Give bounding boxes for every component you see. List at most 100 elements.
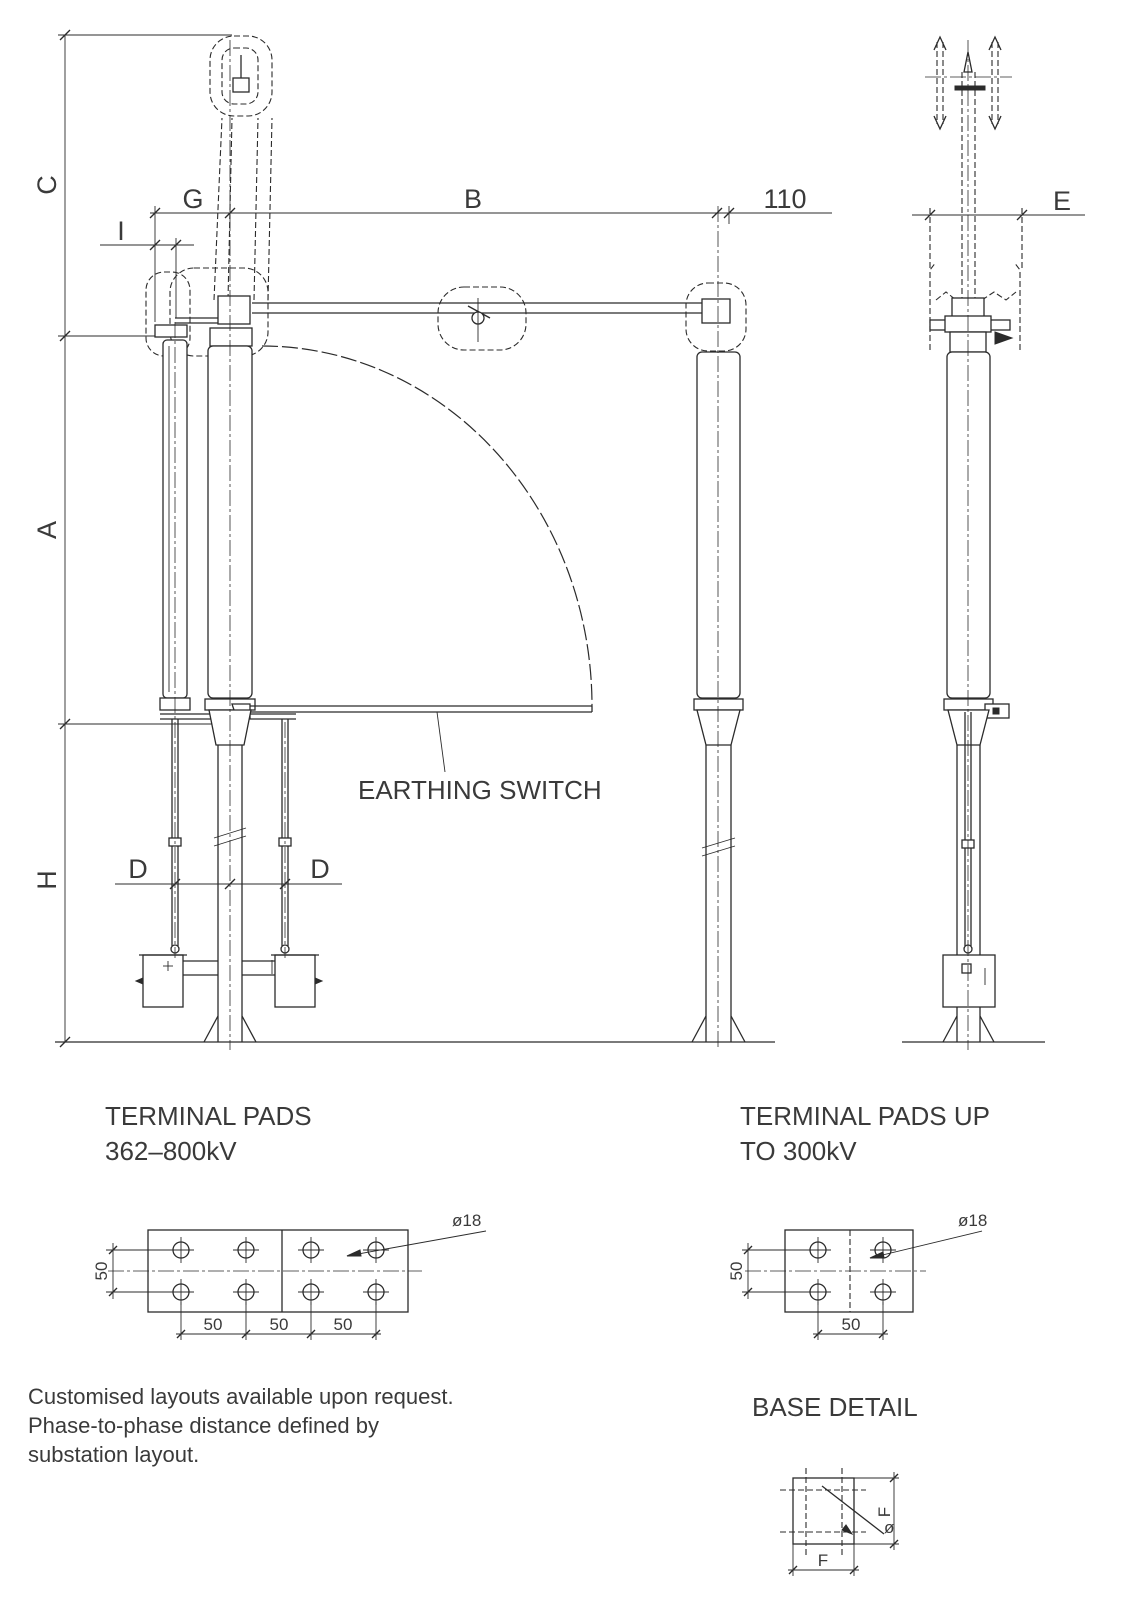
d-dimension: D D [115, 854, 342, 890]
dimension-tick [924, 209, 936, 221]
dimension-label-d-left: D [128, 854, 148, 884]
dimension-tick [169, 878, 181, 890]
side-top-arm [925, 35, 1012, 298]
side-head-envelope [1013, 261, 1021, 350]
hole-diameter-label: ø18 [452, 1211, 481, 1230]
terminal-pad-horizontal-dimension: 50 [813, 1302, 888, 1340]
head-crank [154, 324, 188, 338]
arm-outline [267, 117, 273, 301]
hole-diameter-leader [869, 1230, 983, 1259]
base-hole-arrowhead [841, 1524, 854, 1536]
bolt-hole [805, 1237, 831, 1263]
width-dimensions: G B 110 I [100, 184, 832, 322]
dimension-label-110: 110 [763, 184, 806, 214]
arm-contact-block [232, 77, 250, 93]
left-drive-box [142, 954, 184, 1008]
dimension-tick [878, 1329, 888, 1339]
dimension-tick [108, 1287, 118, 1297]
dimension-label-g: G [182, 184, 203, 214]
center-joint-envelope [437, 286, 527, 351]
hole-diameter-arrowhead [346, 1249, 362, 1257]
dimension-tick [889, 1539, 899, 1549]
earthing-switch-label: EARTHING SWITCH [358, 775, 602, 805]
pedestal-break-mark [213, 827, 247, 839]
head-base [209, 327, 253, 347]
base-horizontal-dimension: F [788, 1544, 859, 1576]
base-dimension-f-vertical: F [875, 1507, 894, 1517]
right-drive-box-handle [314, 977, 324, 985]
side-head-envelope [929, 261, 937, 350]
up-arrowhead [988, 35, 1002, 51]
bolt-hole [805, 1279, 831, 1305]
dimension-tick [743, 1245, 753, 1255]
vertical-pitch-label: 50 [92, 1262, 111, 1281]
head-envelope-left [145, 271, 191, 357]
dimension-tick [711, 207, 723, 219]
height-dimensions: C A H [32, 29, 232, 1048]
left-rotating-head [145, 267, 269, 357]
base-hole-label: ø [884, 1518, 894, 1537]
support-pedestal [691, 709, 746, 1043]
dimension-tick [279, 878, 291, 890]
base-vertical-dimension: F [854, 1472, 899, 1550]
dimension-tick [743, 1287, 753, 1297]
note-line: substation layout. [28, 1442, 199, 1467]
arm-crossbar [954, 85, 986, 91]
arm-head-inner [221, 47, 259, 105]
dimension-tick [306, 1329, 316, 1339]
bolt-hole [363, 1279, 389, 1305]
notes: Customised layouts available upon reques… [28, 1384, 454, 1467]
horizontal-pitch-label: 50 [270, 1315, 289, 1334]
dimension-tick [149, 239, 161, 251]
dimension-tick [371, 1329, 381, 1339]
dimension-tick [176, 1329, 186, 1339]
dimension-label-a: A [32, 521, 62, 539]
dimension-tick [149, 207, 161, 219]
down-arrowhead [988, 115, 1002, 131]
support-insulator-body [696, 351, 741, 699]
bolt-hole [870, 1279, 896, 1305]
pedestal-foot [979, 1015, 995, 1043]
vertical-pitch-label: 50 [727, 1262, 746, 1281]
earthing-switch-leader [436, 711, 446, 773]
dimension-label-b: B [464, 184, 482, 214]
earthing-blade-swing-arc [261, 345, 593, 707]
note-line: Customised layouts available upon reques… [28, 1384, 454, 1409]
terminal-pad-horizontal-dimension: 50 50 50 [176, 1302, 381, 1340]
dimension-label-c: C [32, 175, 62, 195]
side-view: E [902, 35, 1085, 1050]
terminal-pad-vertical-dimension: 50 [92, 1243, 168, 1299]
dimension-tick [224, 878, 236, 890]
operating-mechanism [134, 713, 324, 1008]
fixed-contact-envelope [685, 282, 747, 352]
pedestal-cone [947, 709, 990, 746]
dimension-tick [170, 239, 182, 251]
support-insulator [693, 351, 744, 711]
dimension-tick [889, 1473, 899, 1483]
bolt-hole [233, 1279, 259, 1305]
bolt-hole [298, 1279, 324, 1305]
terminal-pads-title-line1: TERMINAL PADS UP [740, 1101, 990, 1131]
bolt-hole [298, 1237, 324, 1263]
horizontal-pitch-label: 50 [204, 1315, 223, 1334]
base-hole-leader [821, 1485, 885, 1535]
dimension-tick [224, 207, 236, 219]
dimension-tick [59, 29, 71, 41]
bolt-hole [233, 1237, 259, 1263]
pedestal-foot [942, 1015, 958, 1043]
note-line: Phase-to-phase distance defined by [28, 1413, 379, 1438]
horizontal-pitch-label: 50 [842, 1315, 861, 1334]
pedestal-foot [730, 1015, 746, 1043]
pedestal-break-mark [701, 837, 736, 849]
e-dimension: E [912, 186, 1085, 268]
side-drive-box-window [961, 963, 972, 974]
base-dimension-f-horizontal: F [818, 1551, 828, 1570]
dimension-label-h: H [32, 870, 62, 890]
dimension-tick [723, 207, 735, 219]
side-pedestal [942, 709, 996, 1043]
right-drive-box [274, 954, 316, 1008]
arm-head-envelope [209, 35, 273, 117]
side-head-pointer [994, 331, 1014, 345]
